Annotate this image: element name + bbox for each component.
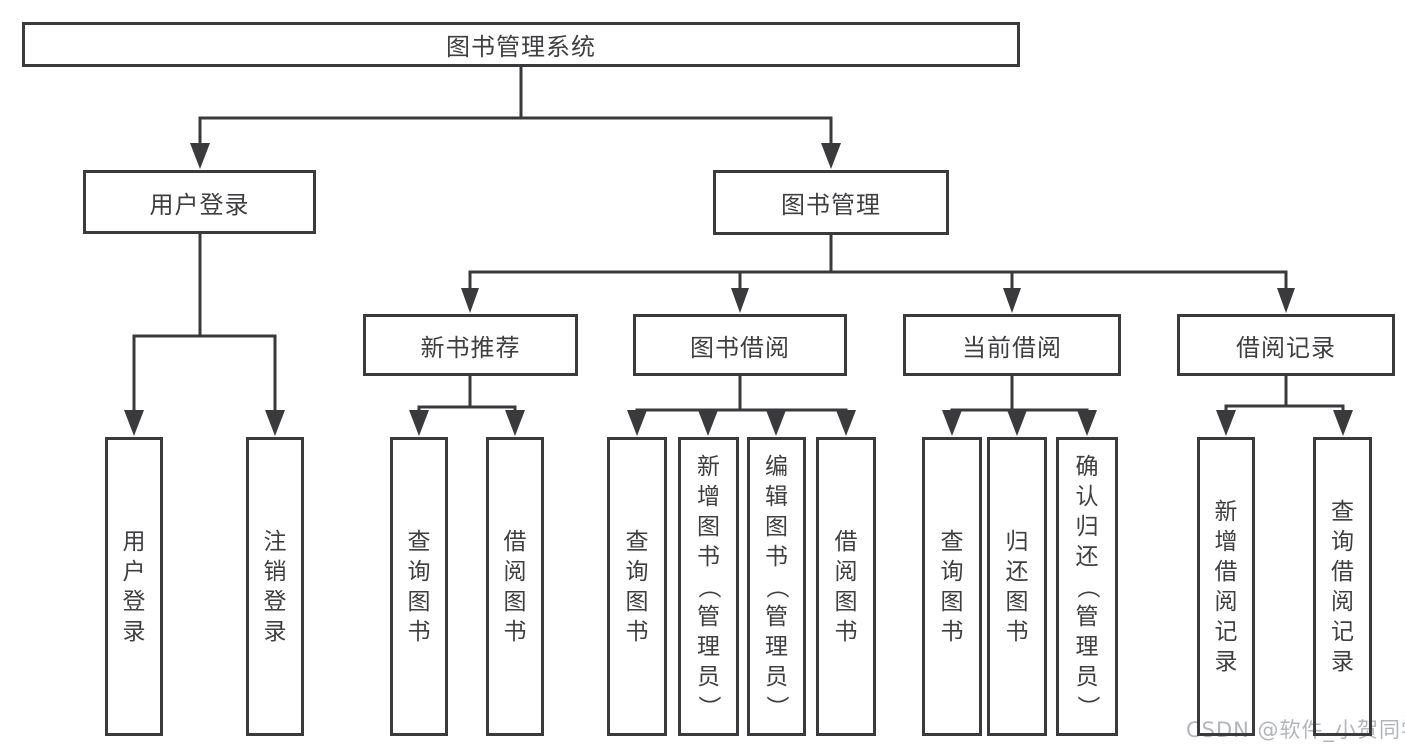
node-login-label: 用户登录 [122, 528, 146, 645]
node-borrow-add-book-label: 新增图书（管理员） [695, 453, 722, 719]
node-logout: 注销登录 [246, 437, 304, 736]
node-current-query-book: 查询图书 [922, 437, 982, 736]
node-root: 图书管理系统 [22, 22, 1020, 67]
node-new-book-recommend: 新书推荐 [363, 314, 578, 376]
node-records-add-record: 新增借阅记录 [1197, 437, 1255, 736]
node-book-management: 图书管理 [713, 170, 949, 235]
node-records-query-record: 查询借阅记录 [1313, 437, 1372, 736]
node-logout-label: 注销登录 [263, 528, 287, 645]
node-current-confirm-return: 确认归还（管理员） [1056, 437, 1118, 736]
node-user-login: 用户登录 [83, 170, 316, 234]
node-recommend-query-book-label: 查询图书 [407, 528, 431, 645]
node-borrow-records-label: 借阅记录 [1236, 333, 1336, 362]
node-borrow-query-book: 查询图书 [607, 437, 667, 736]
node-recommend-query-book: 查询图书 [390, 437, 448, 736]
node-borrow-borrow-book: 借阅图书 [816, 437, 876, 736]
node-borrow-borrow-book-label: 借阅图书 [834, 528, 858, 645]
node-current-return-book: 归还图书 [987, 437, 1047, 736]
node-current-query-book-label: 查询图书 [940, 528, 964, 645]
node-current-borrow: 当前借阅 [903, 314, 1121, 376]
node-borrow-edit-book: 编辑图书（管理员） [747, 437, 806, 736]
node-user-login-label: 用户登录 [149, 190, 250, 219]
node-recommend-borrow-book-label: 借阅图书 [503, 528, 527, 645]
node-book-borrow-label: 图书借阅 [690, 333, 790, 362]
node-borrow-add-book: 新增图书（管理员） [678, 437, 739, 736]
node-borrow-query-book-label: 查询图书 [625, 528, 649, 645]
node-current-return-book-label: 归还图书 [1005, 528, 1029, 645]
watermark: CSDN @软件_小贺同学 [1186, 718, 1405, 742]
node-recommend-borrow-book: 借阅图书 [486, 437, 544, 736]
node-borrow-records: 借阅记录 [1177, 314, 1395, 376]
node-login: 用户登录 [105, 437, 163, 736]
node-borrow-edit-book-label: 编辑图书（管理员） [763, 453, 790, 719]
node-records-add-record-label: 新增借阅记录 [1214, 498, 1238, 675]
node-current-confirm-return-label: 确认归还（管理员） [1074, 453, 1100, 719]
node-book-borrow: 图书借阅 [633, 314, 847, 376]
node-book-management-label: 图书管理 [781, 191, 881, 219]
node-records-query-record-label: 查询借阅记录 [1331, 498, 1354, 675]
node-root-label: 图书管理系统 [446, 33, 596, 61]
node-new-book-recommend-label: 新书推荐 [420, 333, 521, 362]
node-current-borrow-label: 当前借阅 [962, 333, 1062, 362]
